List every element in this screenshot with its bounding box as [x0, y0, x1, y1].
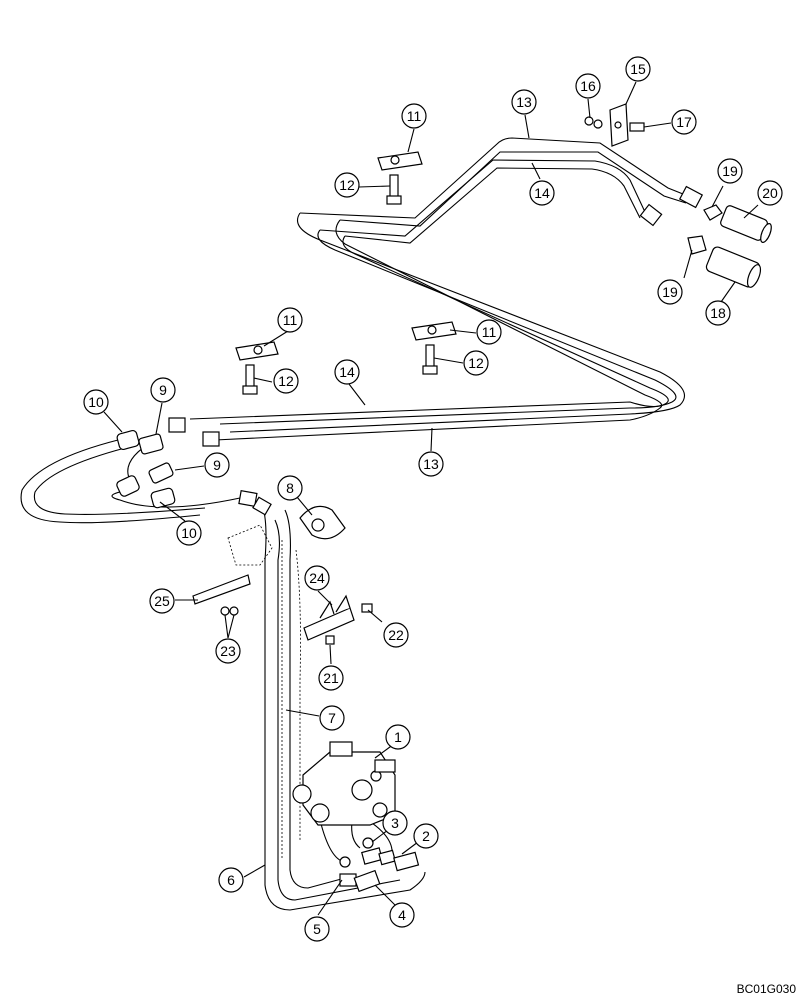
callout-6: 6 — [218, 867, 244, 893]
fittings-2-5 — [339, 837, 420, 893]
callout-4: 4 — [389, 902, 415, 928]
svg-text:4: 4 — [398, 907, 406, 923]
callout-13-lower: 13 — [418, 451, 444, 477]
callout-7: 7 — [319, 705, 345, 731]
svg-text:11: 11 — [482, 324, 497, 340]
svg-text:14: 14 — [339, 364, 355, 380]
callout-11-top: 11 — [401, 103, 427, 129]
callout-16: 16 — [575, 73, 601, 99]
callout-23: 23 — [215, 638, 241, 664]
svg-text:8: 8 — [286, 480, 294, 496]
svg-text:9: 9 — [159, 382, 167, 398]
callout-2: 2 — [413, 823, 439, 849]
callout-11-right: 11 — [476, 319, 502, 345]
svg-text:5: 5 — [313, 921, 321, 937]
callout-12-left: 12 — [273, 368, 299, 394]
svg-text:17: 17 — [676, 114, 692, 130]
clamp-part-11-left — [235, 341, 279, 395]
svg-text:14: 14 — [534, 185, 550, 201]
valve-block-part-1 — [292, 741, 396, 826]
callout-10-upper: 10 — [83, 389, 109, 415]
svg-text:11: 11 — [283, 312, 298, 328]
callout-22: 22 — [383, 622, 409, 648]
svg-text:6: 6 — [227, 872, 235, 888]
tube-7 — [284, 509, 346, 889]
svg-text:23: 23 — [220, 643, 236, 659]
svg-text:12: 12 — [468, 355, 484, 371]
svg-text:18: 18 — [710, 305, 726, 321]
plate-part-25 — [192, 574, 251, 605]
svg-text:7: 7 — [328, 710, 336, 726]
svg-text:10: 10 — [181, 525, 197, 541]
hose-end-fittings — [116, 429, 272, 516]
clamp-part-8 — [299, 505, 346, 540]
callout-12-right: 12 — [463, 350, 489, 376]
svg-text:3: 3 — [391, 815, 399, 831]
svg-text:13: 13 — [516, 94, 532, 110]
callout-13-upper: 13 — [511, 89, 537, 115]
tube-6 — [261, 504, 426, 911]
svg-text:19: 19 — [662, 284, 678, 300]
tube-13-upper — [299, 137, 689, 219]
svg-text:25: 25 — [154, 593, 170, 609]
svg-text:22: 22 — [388, 627, 404, 643]
svg-text:15: 15 — [630, 61, 646, 77]
hose-10-lower — [111, 489, 241, 508]
callout-14-lower: 14 — [334, 359, 360, 385]
washers-part-23 — [220, 606, 239, 616]
svg-text:12: 12 — [339, 177, 355, 193]
callout-18: 18 — [705, 300, 731, 326]
callout-11-left: 11 — [277, 307, 303, 333]
callout-1: 1 — [385, 724, 411, 750]
callout-19-lower: 19 — [657, 279, 683, 305]
quick-coupler-part-18 — [687, 235, 762, 288]
svg-text:20: 20 — [762, 185, 778, 201]
clamp-part-11-top — [377, 151, 423, 205]
svg-text:16: 16 — [580, 78, 596, 94]
callout-9-upper: 9 — [150, 377, 176, 403]
svg-text:9: 9 — [213, 457, 221, 473]
callout-14-upper: 14 — [529, 180, 555, 206]
svg-text:11: 11 — [407, 108, 422, 124]
svg-text:21: 21 — [323, 670, 339, 686]
callouts: 1 2 3 4 5 6 7 8 9 9 10 10 11 11 11 12 12… — [83, 56, 783, 942]
svg-text:24: 24 — [309, 570, 325, 586]
hose-10-upper — [20, 439, 201, 524]
svg-text:13: 13 — [423, 456, 439, 472]
callout-20: 20 — [757, 180, 783, 206]
callout-17: 17 — [671, 109, 697, 135]
leader-lines — [103, 81, 759, 916]
quick-coupler-part-20 — [703, 204, 772, 243]
tube-end-fittings — [168, 185, 704, 447]
svg-text:12: 12 — [278, 373, 294, 389]
callout-8: 8 — [277, 475, 303, 501]
callout-24: 24 — [304, 565, 330, 591]
callout-25: 25 — [149, 588, 175, 614]
svg-text:2: 2 — [422, 828, 430, 844]
callout-5: 5 — [304, 916, 330, 942]
tube-14-upper — [319, 159, 646, 237]
callout-15: 15 — [625, 56, 651, 82]
callout-12-top: 12 — [334, 172, 360, 198]
bracket-part-24 — [303, 594, 373, 645]
drawing-code: BC01G030 — [737, 982, 797, 996]
mount-bracket-outline — [227, 524, 273, 566]
svg-text:19: 19 — [722, 163, 738, 179]
callout-19-upper: 19 — [717, 158, 743, 184]
clamp-part-11-right — [411, 321, 457, 375]
parts — [116, 103, 772, 893]
svg-text:1: 1 — [394, 729, 402, 745]
callout-3: 3 — [382, 810, 408, 836]
callout-10-lower: 10 — [176, 520, 202, 546]
callout-9-lower: 9 — [204, 452, 230, 478]
bracket-part-15 — [584, 103, 645, 147]
callout-21: 21 — [318, 665, 344, 691]
svg-text:10: 10 — [88, 394, 104, 410]
